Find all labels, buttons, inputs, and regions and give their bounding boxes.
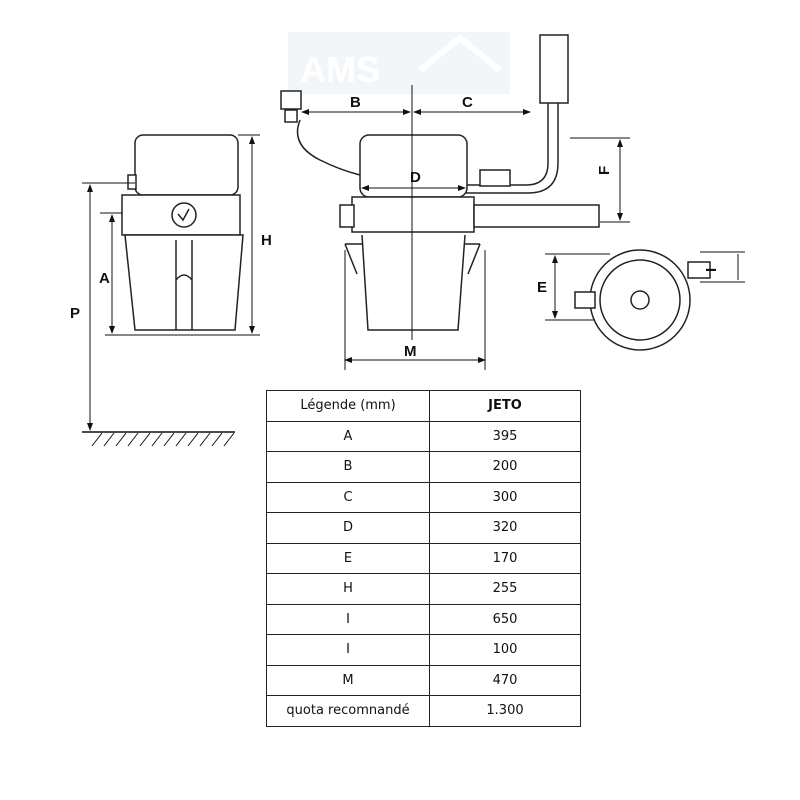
row-key: quota recomnandé (266, 695, 430, 727)
label-d: D (410, 169, 421, 186)
dimension-lines-left (82, 134, 260, 433)
row-key: C (266, 481, 430, 513)
label-m: M (404, 343, 417, 360)
row-value: 255 (429, 573, 581, 605)
row-key: H (266, 573, 430, 605)
label-a: A (99, 270, 110, 287)
row-value: 395 (429, 420, 581, 452)
row-value: 300 (429, 481, 581, 513)
row-value: 320 (429, 512, 581, 544)
row-value: 650 (429, 603, 581, 635)
header-legend: Légende (mm) (266, 390, 430, 422)
row-value: 100 (429, 634, 581, 666)
row-key: B (266, 451, 430, 483)
row-value: 1.300 (429, 695, 581, 727)
label-b: B (350, 94, 361, 111)
row-key: E (266, 542, 430, 574)
svg-text:AMS: AMS (300, 49, 380, 90)
top-view-unit (574, 249, 711, 351)
dimension-lines-front (301, 85, 630, 370)
label-p: P (70, 305, 80, 322)
label-c: C (462, 94, 473, 111)
dimension-lines-top (545, 251, 745, 321)
row-key: M (266, 664, 430, 696)
row-key: I (266, 634, 430, 666)
row-value: 170 (429, 542, 581, 574)
row-value: 470 (429, 664, 581, 696)
ground-hatching (91, 432, 235, 447)
row-key: D (266, 512, 430, 544)
row-key: A (266, 420, 430, 452)
header-model: JETO (429, 390, 581, 422)
label-i: I (703, 268, 720, 272)
row-key: I (266, 603, 430, 635)
row-value: 200 (429, 451, 581, 483)
watermark-logo: AMS (288, 32, 510, 94)
label-e: E (537, 279, 547, 296)
front-view-unit (280, 34, 600, 331)
label-f: F (596, 166, 613, 175)
table-header-row: Légende (mm) JETO (266, 390, 581, 422)
side-view-unit (121, 134, 244, 331)
label-h: H (261, 232, 272, 249)
